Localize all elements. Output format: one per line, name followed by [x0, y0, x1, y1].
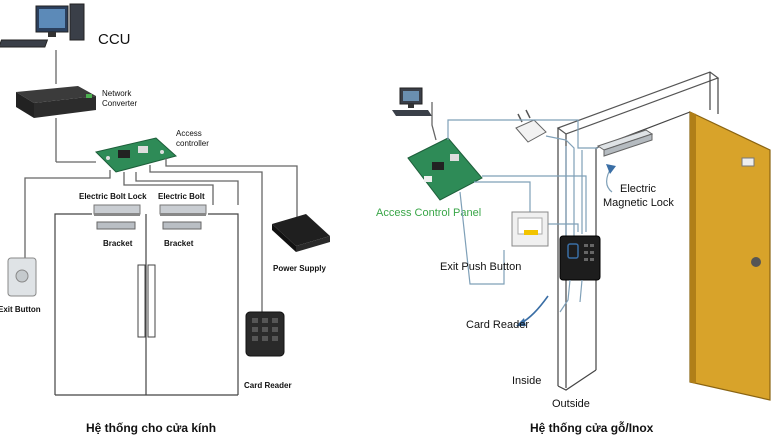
magnetic-lock-label-2: Magnetic Lock [603, 197, 674, 209]
bracket-left-icon [96, 221, 136, 230]
access-control-panel-board [407, 137, 483, 201]
access-controller-label-2: controller [176, 139, 209, 148]
network-converter-label-1: Network [102, 89, 132, 98]
computer-icon [0, 3, 85, 48]
network-converter-label-2: Converter [102, 99, 137, 108]
electric-bolt-lock-label: Electric Bolt Lock [79, 192, 147, 201]
exit-button-label: Exit Button [0, 305, 41, 314]
electric-bolt-lock-left [93, 204, 141, 216]
power-plug-icon [515, 109, 547, 143]
access-control-panel-label: Access Control Panel [376, 207, 481, 219]
computer-icon-right [392, 87, 432, 116]
access-controller-label-1: Access [176, 129, 202, 138]
glass-door-frame [54, 213, 239, 396]
electric-bolt-label: Electric Bolt [158, 192, 205, 201]
card-reader-label-right: Card Reader [466, 319, 529, 331]
wood-door-panel [689, 111, 771, 401]
card-reader-label-left: Card Reader [244, 381, 292, 390]
card-reader-keypad-icon [245, 311, 285, 357]
ccu-label: CCU [98, 31, 131, 48]
bracket-left-label: Bracket [103, 239, 133, 248]
right-caption: Hệ thống cửa gỗ/Inox [530, 420, 654, 435]
electric-bolt-lock-right [159, 204, 207, 216]
access-controller-board [95, 137, 178, 173]
left-caption: Hệ thống cho cửa kính [86, 421, 216, 435]
exit-button-icon [7, 257, 37, 297]
network-converter-icon [16, 86, 96, 118]
power-supply-icon [272, 214, 330, 252]
bracket-right-icon [162, 221, 202, 230]
exit-push-button-label: Exit Push Button [440, 261, 521, 273]
magnetic-lock-label-1: Electric [620, 183, 657, 195]
outside-label: Outside [552, 398, 590, 410]
power-supply-label: Power Supply [273, 264, 326, 273]
inside-label: Inside [512, 375, 541, 387]
magnetic-lock-icon [596, 129, 654, 157]
exit-push-button-icon [511, 211, 549, 247]
card-reader-icon-right [559, 235, 601, 281]
bracket-right-label: Bracket [164, 239, 194, 248]
